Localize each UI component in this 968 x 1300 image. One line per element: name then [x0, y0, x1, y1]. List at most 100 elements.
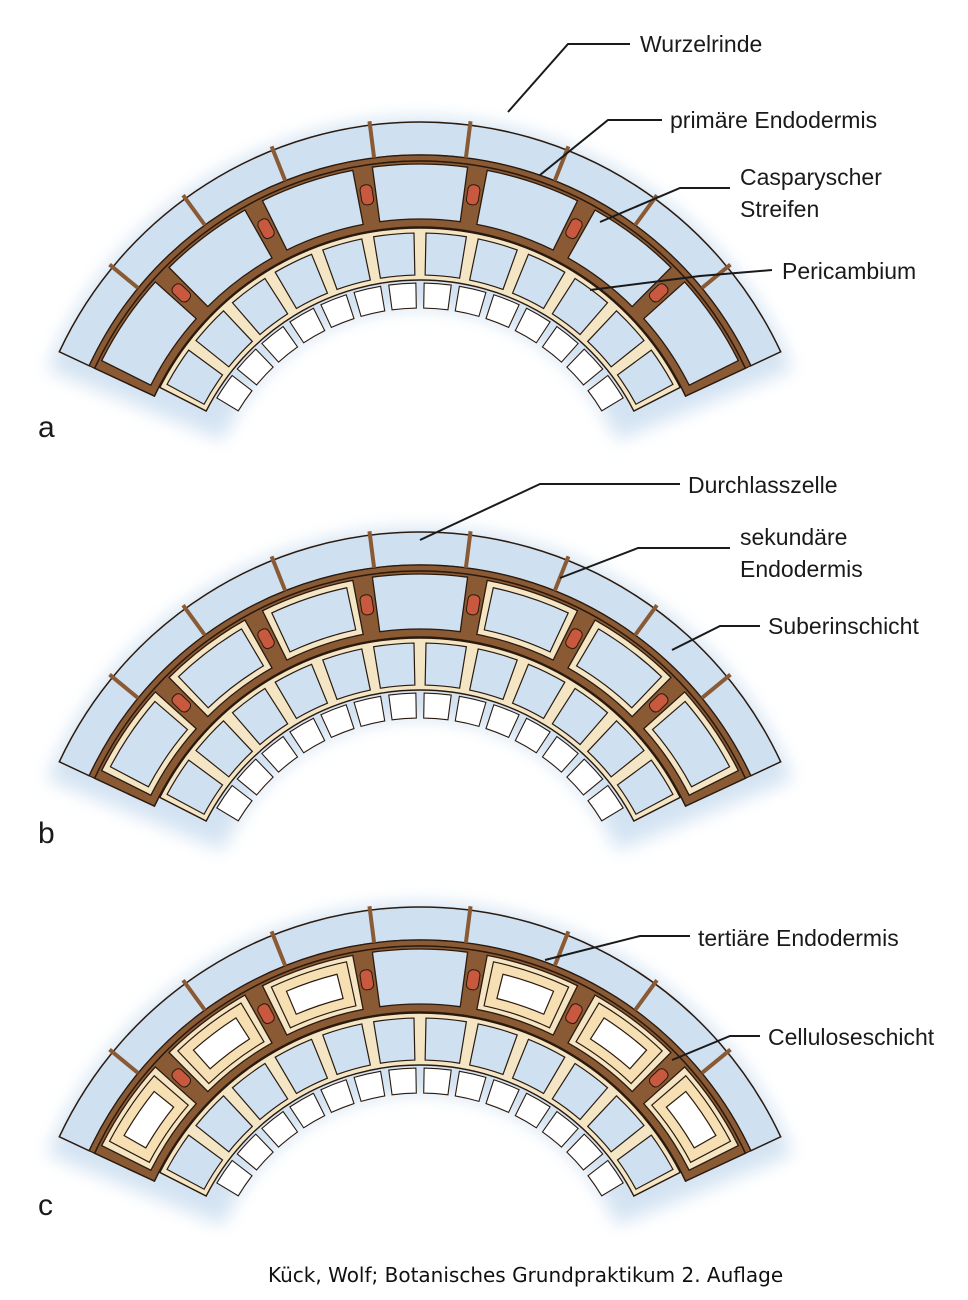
- arc-panel-a-pericambium-cell-11: [616, 349, 674, 406]
- arc-panel-c-pericambium-cell-11: [616, 1134, 674, 1191]
- arc-panel-b-endo-lumen-4: [483, 587, 570, 653]
- arc-panel-b-endo-lumen-1: [177, 628, 265, 709]
- arc-panel-c-casparian-strip-3: [359, 969, 375, 991]
- arc-panel-b-inner-cell-11: [541, 735, 579, 773]
- arc-panel-a-inner-cell-3: [289, 307, 326, 344]
- arc-panel-b-cortex-wall-3: [269, 555, 288, 592]
- arc-panel-c-casparian-strip-5: [565, 1003, 583, 1025]
- text-wurzelrinde: Wurzelrinde: [640, 31, 762, 57]
- arc-panel-c-inner-cell-9: [485, 1079, 520, 1114]
- arc-panel-b-cortex-wall-8: [700, 673, 732, 700]
- arc-panel-c-inner-cell-10: [514, 1092, 551, 1129]
- arc-panel-b-endo-lumen-2: [270, 587, 357, 653]
- arc-panel-a-inner-cell-6: [388, 282, 417, 311]
- arc-panel-b-pericambium-cell-1: [195, 719, 254, 778]
- arc-panel-a-casparian-strip-1: [171, 283, 192, 303]
- arc-panel-b-inner-cell-3: [289, 717, 326, 754]
- arc-panel-c-inner-cell-3: [289, 1092, 326, 1129]
- arc-panel-c-pericambium-cell-10: [586, 1094, 645, 1153]
- arc-panel-b-inner-cell-13: [587, 784, 624, 822]
- arc-panel-b-inner-cell-6: [388, 692, 417, 721]
- arc-panel-a-endo-cell-4: [476, 169, 579, 251]
- arc-panel-a-cortex-wall-2: [181, 194, 207, 227]
- panel-letter-b: b: [38, 817, 55, 850]
- arc-panel-b-pericambium-cell-5: [372, 642, 416, 689]
- text-primaere-endodermis: primäre Endodermis: [670, 107, 877, 133]
- arc-panel-b-casparian-strip-4: [465, 594, 481, 616]
- arc-panel-c-casparian-strip-1: [171, 1068, 192, 1088]
- arc-panel-c-endo-lumen-1: [192, 1017, 251, 1070]
- panel-a: Wurzelrinde primäre Endodermis Casparysc…: [38, 31, 916, 444]
- arc-panel-a-pericambium-cell-10: [586, 309, 645, 368]
- arc-panel-c-pericambium-cell-4: [322, 1023, 372, 1076]
- arc-panel-c-casparian-strip-4: [465, 969, 481, 991]
- arc-panel-a-casparian-strip-4: [465, 184, 481, 206]
- label-durchlasszelle: Durchlasszelle: [419, 472, 838, 541]
- arc-panel-b-endodermis-band: [93, 570, 747, 808]
- arc-panel-a-inner-cell-9: [485, 294, 520, 329]
- arc-panel-c-cortex-wall-4: [367, 905, 377, 944]
- arc-panel-b-cortex-wall-4: [367, 530, 377, 569]
- arc-panel-a-pericambium-cell-8: [511, 253, 566, 310]
- arc-panel-a-endo-cell-0: [100, 281, 198, 387]
- arc-panel-c-pericambium-cell-2: [231, 1062, 289, 1121]
- arc-panel-c-endo-lumen-6: [665, 1090, 717, 1149]
- arc-panel-b-cortex-wall-6: [552, 555, 571, 592]
- arc-panel-c-pericambium-cell-9: [551, 1062, 609, 1121]
- leader-primaere-endodermis: [539, 119, 662, 176]
- arc-panel-b-casparian-strip-1: [171, 693, 192, 713]
- label-celluloseschicht: Celluloseschicht: [671, 1024, 935, 1061]
- arc-panel-c-inner-cell-12: [566, 1133, 604, 1171]
- arc-panel-a-inner-cell-8: [454, 285, 487, 318]
- label-sekundaere-endodermis: sekundäre Endodermis: [559, 524, 863, 582]
- leader-sekundaere-endodermis: [559, 547, 730, 579]
- arc-panel-a-inner-cell-1: [236, 348, 274, 386]
- arc-panel-c-pericambium-cell-1: [195, 1094, 254, 1153]
- label-tertiaere-endodermis: tertiäre Endodermis: [544, 925, 899, 961]
- arc-panel-b-casparian-strip-6: [648, 693, 669, 713]
- arc-panel-a-pericambium-cell-3: [274, 253, 329, 310]
- arc-panel-a-pericambium-cell-4: [322, 238, 372, 291]
- arc-panel-b-pericambium-cell-9: [551, 687, 609, 746]
- arc-panel-a-casparian-strip-6: [648, 283, 669, 303]
- arc-panel-c-inner-cell-0: [216, 1159, 253, 1197]
- arc-panel-b-inner-cell-0: [216, 784, 253, 822]
- arc-panel-b-endo-lumen-5: [575, 628, 663, 709]
- leader-casparyscher-streifen: [599, 187, 730, 223]
- arc-panel-b-pericambium-cell-2: [231, 687, 289, 746]
- arc-panel-b-inner-cell-4: [320, 704, 355, 739]
- arc-panel-a-casparian-strip-2: [257, 218, 275, 240]
- arc-panel-b: [47, 527, 793, 851]
- leader-celluloseschicht: [671, 1035, 760, 1061]
- arc-panel-b-inner-cell-1: [236, 758, 274, 796]
- arc-panel-b-inner-cell-8: [454, 695, 487, 728]
- arc-panel-a-pericambium-cell-1: [195, 309, 254, 368]
- leader-durchlasszelle: [419, 483, 680, 541]
- arc-panel-c-casparian-strip-2: [257, 1003, 275, 1025]
- arc-panel-c-inner-cell-2: [261, 1110, 299, 1148]
- leader-tertiaere-endodermis: [544, 935, 690, 961]
- arc-panel-b-casparian-strip-5: [565, 628, 583, 650]
- arc-panel-a-pericambium-cell-0: [166, 349, 224, 406]
- arc-panel-a-cortex-wall-3: [269, 145, 288, 182]
- arc-panel-b-endo-lumen-0: [109, 700, 189, 788]
- arc-panel-a-inner-cell-13: [587, 374, 624, 412]
- arc-panel-c-inner-cell-6: [388, 1067, 417, 1096]
- panel-letter-a: a: [38, 411, 55, 444]
- arc-panel-c-pericambium-cell-6: [424, 1017, 468, 1064]
- arc-panel-b-pericambium-cell-4: [322, 648, 372, 701]
- arc-panel-a-endodermis-band: [93, 160, 747, 398]
- arc-panel-c-cortex-wall-8: [700, 1048, 732, 1075]
- arc-panel-c-inner-cell-1: [236, 1133, 274, 1171]
- arc-panel-a-cortex-wall-5: [463, 120, 473, 159]
- source-caption: Kück, Wolf; Botanisches Grundpraktikum 2…: [268, 1263, 783, 1287]
- arc-panel-b-endo-lumen-6: [651, 700, 731, 788]
- arc-panel-c-pericambium-cell-8: [511, 1038, 566, 1095]
- panel-b: Durchlasszelle sekundäre Endodermis Sube…: [38, 472, 919, 851]
- arc-panel-a-inner-cell-0: [216, 374, 253, 412]
- arc-panel-b-cortex-wall-5: [463, 530, 473, 569]
- label-wurzelrinde: Wurzelrinde: [507, 31, 762, 113]
- arc-panel-a-cortex-wall-6: [552, 145, 571, 182]
- arc-panel-a-cortex-wall-8: [700, 263, 732, 290]
- arc-panel-c-inner-cell-11: [541, 1110, 579, 1148]
